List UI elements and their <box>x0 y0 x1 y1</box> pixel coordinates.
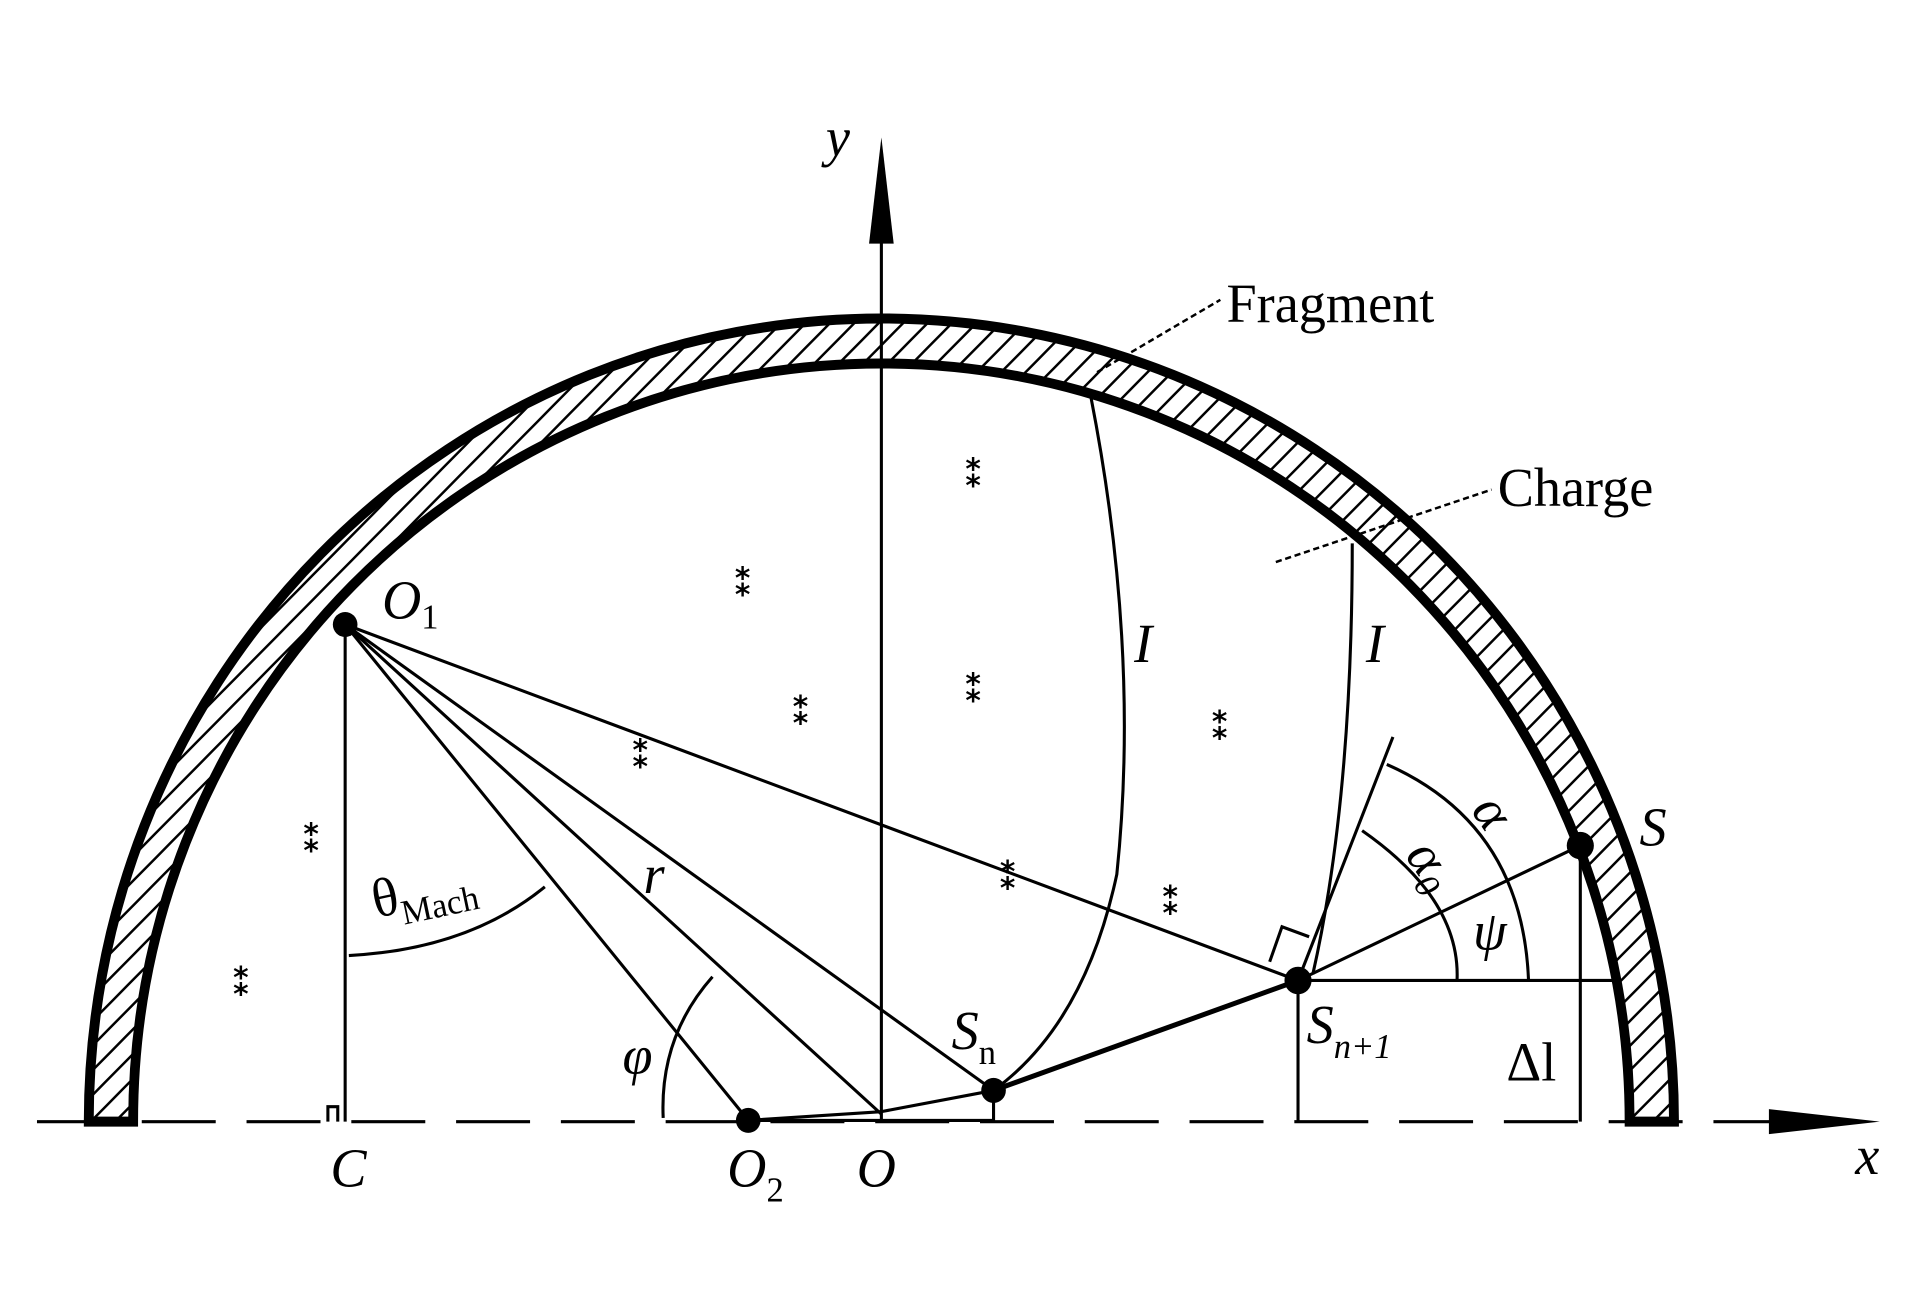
label-C: C <box>330 1137 367 1198</box>
y-axis-arrow-icon <box>869 137 894 244</box>
theta-mach-arc <box>348 885 546 958</box>
label-O1: O1 <box>382 569 438 636</box>
svg-text:⁑: ⁑ <box>791 692 810 733</box>
label-Sn: Sn <box>952 1000 996 1072</box>
label-psi: ψ <box>1473 900 1508 961</box>
label-theta-mach: θMach <box>366 848 483 938</box>
alpha0-arc <box>1361 829 1459 981</box>
svg-text:⁑: ⁑ <box>1161 882 1180 923</box>
svg-text:⁑: ⁑ <box>232 963 251 1004</box>
phi-arc <box>661 975 714 1118</box>
svg-text:⁑: ⁑ <box>964 670 983 711</box>
label-front-I-2: I <box>1365 613 1387 674</box>
label-Sn1: Sn+1 <box>1307 994 1392 1066</box>
fragment-leader <box>1096 298 1221 374</box>
point-O2 <box>735 1107 761 1133</box>
point-Sn <box>981 1077 1006 1103</box>
point-Sn1 <box>1284 966 1312 995</box>
svg-text:⁑: ⁑ <box>1211 707 1230 748</box>
svg-text:⁑: ⁑ <box>302 820 321 861</box>
charge-leader <box>1275 488 1492 564</box>
fragment-label: Fragment <box>1227 273 1435 334</box>
svg-text:⁑: ⁑ <box>631 736 650 777</box>
detonation-front-2 <box>1311 543 1354 975</box>
alpha-arc <box>1386 762 1531 981</box>
svg-text:⁑: ⁑ <box>998 857 1017 898</box>
y-axis-label: y <box>821 107 851 168</box>
label-r: r <box>643 844 665 905</box>
point-S <box>1566 831 1594 860</box>
point-O1 <box>332 612 358 638</box>
detonation-front-1 <box>992 396 1126 1092</box>
svg-text:⁑: ⁑ <box>733 564 752 605</box>
label-O: O <box>857 1137 896 1198</box>
construction-lines <box>326 623 1615 1122</box>
label-alpha: α <box>1461 782 1528 842</box>
label-delta-l: Δl <box>1506 1031 1556 1092</box>
charge-label: Charge <box>1498 457 1654 518</box>
label-phi: φ <box>623 1025 653 1086</box>
label-front-I-1: I <box>1133 613 1155 674</box>
x-axis-label: x <box>1854 1125 1879 1186</box>
label-O2: O2 <box>727 1137 783 1209</box>
label-S: S <box>1639 796 1666 857</box>
x-axis-arrow-icon <box>1768 1109 1880 1135</box>
svg-text:⁑: ⁑ <box>964 455 983 496</box>
label-alpha0: α0 <box>1390 827 1471 904</box>
charge-markers: ⁑ ⁑ ⁑ ⁑ ⁑ ⁑ ⁑ ⁑ ⁑ ⁑ <box>232 455 1230 1005</box>
